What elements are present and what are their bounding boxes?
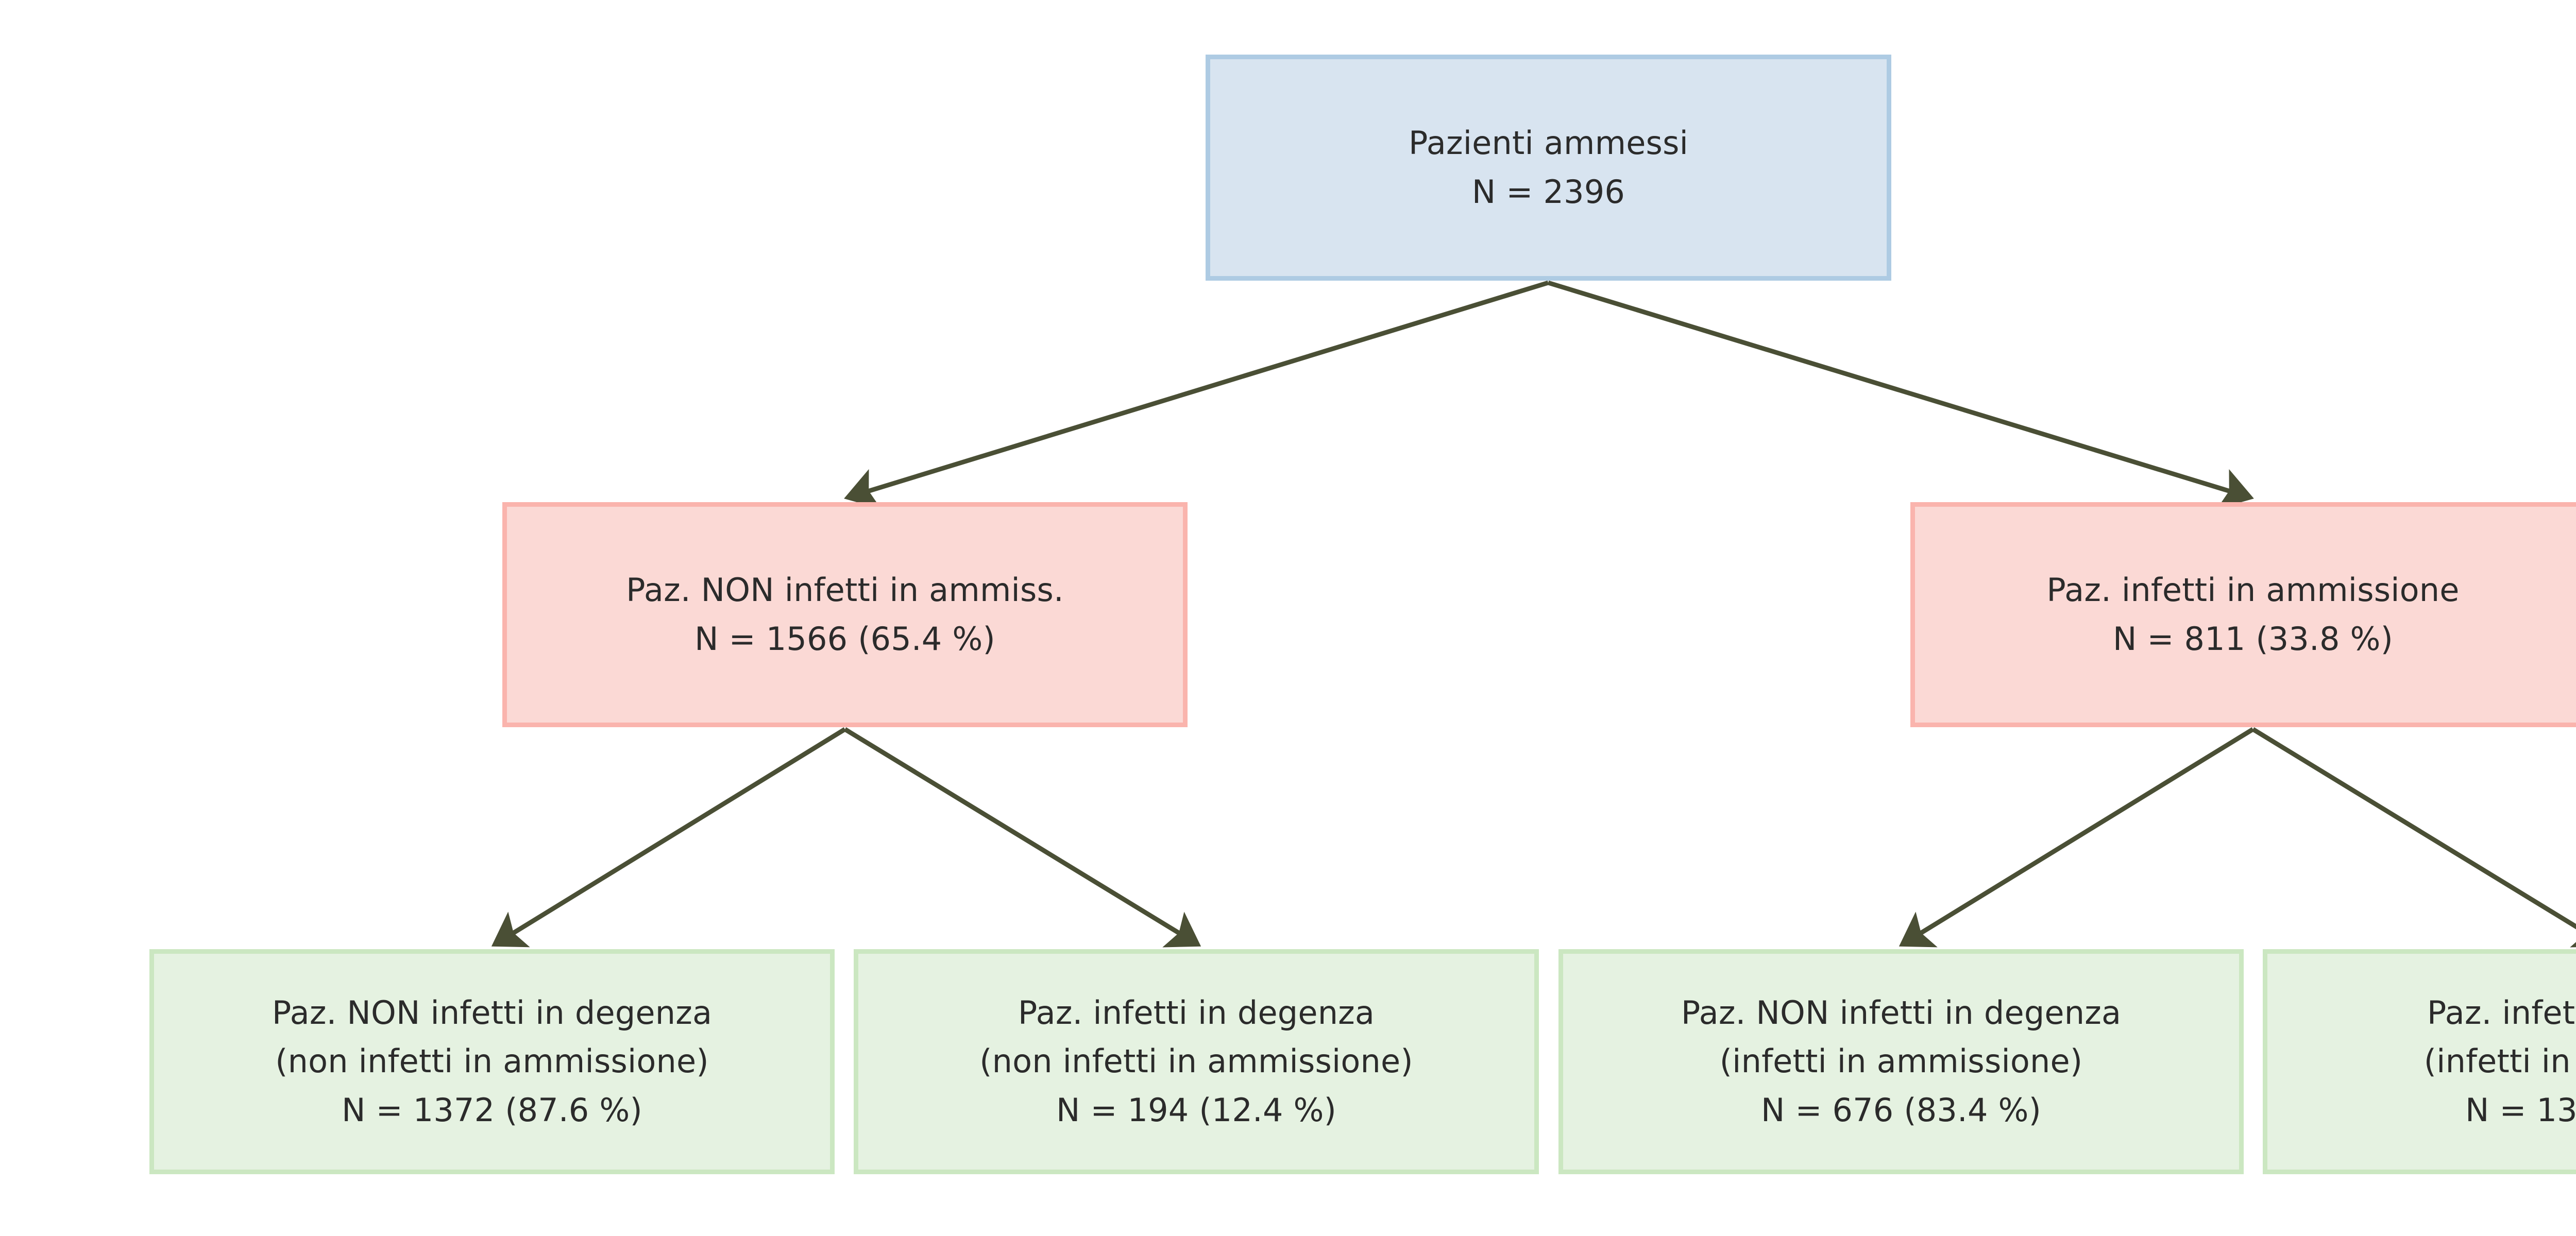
edge-root-to-infetti-ammissione	[1547, 280, 2254, 509]
node-count: N = 2396	[1471, 173, 1625, 211]
node-count: N = 1566 (65.4 %)	[694, 620, 995, 658]
node-label: Paz. infetti in degenza	[1018, 994, 1375, 1032]
node-paz-non-infetti-degenza-infetti-ammissione[interactable]: Paz. NON infetti in degenza (infetti in …	[1558, 949, 2244, 1174]
node-paz-non-infetti-degenza-non-infetti-ammissione[interactable]: Paz. NON infetti in degenza (non infetti…	[149, 949, 835, 1174]
node-count: N = 811 (33.8 %)	[2112, 620, 2394, 658]
node-sublabel: (non infetti in ammissione)	[275, 1042, 709, 1080]
node-label: Paz. NON infetti in degenza	[1681, 994, 2122, 1032]
node-pazienti-ammessi[interactable]: Pazienti ammessi N = 2396	[1206, 55, 1891, 281]
node-sublabel: (non infetti in ammissione)	[979, 1042, 1413, 1080]
edge-root-to-non-infetti-ammissione	[844, 280, 1549, 509]
node-count: N = 1372 (87.6 %)	[342, 1091, 642, 1129]
node-count: N = 676 (83.4 %)	[1760, 1091, 2042, 1129]
node-label: Paz. NON infetti in degenza	[272, 994, 713, 1032]
node-count: N = 194 (12.4 %)	[1056, 1091, 1337, 1129]
node-paz-infetti-in-ammissione[interactable]: Paz. infetti in ammissione N = 811 (33.8…	[1910, 502, 2576, 727]
edge-non-infetti-to-leaf-infetti-degenza	[843, 727, 1201, 948]
node-label: Pazienti ammessi	[1408, 124, 1688, 162]
node-label: Paz. infetti in ammissione	[2046, 571, 2460, 609]
node-paz-infetti-degenza-non-infetti-ammissione[interactable]: Paz. infetti in degenza (non infetti in …	[854, 949, 1539, 1174]
node-paz-non-infetti-in-ammissione[interactable]: Paz. NON infetti in ammiss. N = 1566 (65…	[502, 502, 1188, 727]
node-label: Paz. infetti in degenza	[2427, 994, 2576, 1032]
node-sublabel: (infetti in ammissione)	[2424, 1042, 2576, 1080]
edge-non-infetti-to-leaf-non-infetti-degenza	[491, 727, 846, 948]
node-count: N = 135 (16.6 %)	[2465, 1091, 2576, 1129]
edge-infetti-to-leaf-non-infetti-degenza	[1899, 727, 2255, 948]
node-label: Paz. NON infetti in ammiss.	[626, 571, 1064, 609]
node-sublabel: (infetti in ammissione)	[1719, 1042, 2083, 1080]
node-paz-infetti-degenza-infetti-ammissione[interactable]: Paz. infetti in degenza (infetti in ammi…	[2263, 949, 2576, 1174]
edge-infetti-to-leaf-infetti-degenza	[2251, 727, 2576, 948]
